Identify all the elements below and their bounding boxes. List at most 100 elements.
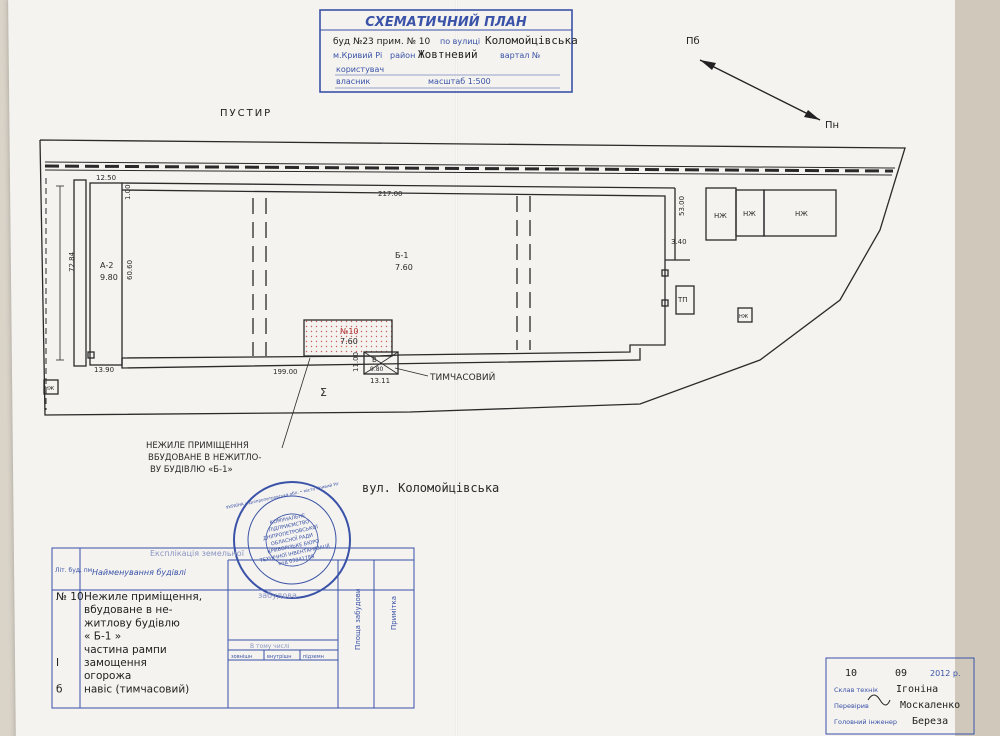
table-row-name: Нежиле приміщення, [84,591,202,603]
label-b1-height: 7.60 [395,263,413,272]
table-sub-faded: В тому числі [250,643,290,650]
dim-bottom-left: 13.90 [94,366,114,374]
annex-v [363,351,399,375]
label-nzh-left: НЖ [45,386,55,392]
building-a2-inner [89,182,123,366]
label-v-height: 9.80 [370,366,384,373]
north-bottom-label: Пн [825,120,839,131]
dim-top: 217.00 [378,190,403,198]
table-sub-b: внутрішн [267,654,292,660]
callout: НЕЖИЛЕ ПРИМІЩЕННЯ ВБУДОВАНЕ В НЕЖИТЛО- В… [146,441,261,475]
date-month: 09 [895,668,907,679]
table-surface [955,0,1000,736]
stamp-outer-text: УКРАЇНА • Дніпропетровська обл. • місто … [225,481,339,510]
table-sub-a: зовнішн [231,654,252,660]
building-nzh-2 [763,189,837,237]
table-row-lit: I [56,657,59,669]
label-nzh-2: НЖ [743,210,756,218]
table-row-lit: б [56,683,62,695]
dim-top-left: 12.50 [96,174,116,182]
stamp-user: користувач [336,65,384,74]
dim-annex-width: 13.11 [370,377,390,385]
north-top-label: Пб [686,36,700,47]
building-tp [675,285,695,315]
paper-fold [455,0,458,736]
table-row-name: навіс (тимчасовий) [84,683,189,695]
label-a2: А-2 [100,261,113,270]
label-nzh-small: НЖ [739,314,749,320]
label-sigma: Σ [320,386,327,399]
dim-bottom: 199.00 [273,368,298,376]
table-col-lit: Літ. буд. пм [55,567,92,574]
tech-label: Склав технік [834,686,878,694]
table-row-name: замощення [84,657,147,669]
label-temporary: ТИМЧАСОВИЙ [429,371,495,383]
dim-right-small: 3.40 [671,238,687,246]
check-label: Перевірив [834,702,869,710]
stamp-scale: масштаб 1:500 [428,77,491,86]
label-no10-height: 7.60 [340,337,358,346]
round-stamp: УКРАЇНА • Дніпропетровська обл. • місто … [225,481,351,599]
dim-right-top: 53.00 [678,196,686,216]
dim-upper-left: 1.00 [124,184,132,200]
check-name: Москаленко [900,700,960,711]
dim-left-outer: 72.84 [68,251,76,272]
table-faded-title: Експлікація земельної [150,549,245,558]
header-stamp: СХЕМАТИЧНИЙ ПЛАН буд №23 прим. № 10 по в… [319,9,578,93]
callout-line-1: НЕЖИЛЕ ПРИМІЩЕННЯ [146,441,249,451]
explication-table [51,547,415,709]
callout-line-2: ВБУДОВАНЕ В НЕЖИТЛО- [148,453,261,463]
signature-scribble [867,694,891,706]
table-row-name: огорожа [84,670,131,682]
dimensions: 12.50 217.00 72.84 60.60 1.00 13.90 199.… [68,174,687,385]
table-sub-c: підземн [303,654,324,660]
table-row-name: « Б-1 » [84,631,121,643]
site-boundary [39,139,906,416]
label-nzh-3: НЖ [795,210,808,218]
label-b1: Б-1 [395,251,408,260]
dim-left-inner: 60.60 [126,260,134,280]
table-row-name: житлову будівлю [84,617,180,629]
stamp-street: Коломойцівська [485,34,578,47]
stamp-district-label: район [390,51,415,60]
table-row-name: частина рампи [84,644,167,656]
stamp-title: СХЕМАТИЧНИЙ ПЛАН [365,14,527,30]
stamp-quarter: вартал № [500,51,541,60]
label-no10: №10 [340,327,359,336]
stamp-city: м.Кривий Рі [333,51,382,60]
table-col-faded: забудова [258,591,297,600]
building-nzh-small [737,307,753,323]
date-year: 2012 р. [930,669,961,678]
table-row-lit: № 10 [56,591,84,603]
signature-block [825,657,975,735]
stamp-district: Жовтневий [418,48,478,61]
stamp-building: буд №23 прим. № 10 [333,37,431,47]
stamp-street-label: по вулиці [440,37,480,46]
chief-label: Головний інженер [834,718,897,726]
site-plan [39,139,906,449]
wasteland-label: ПУСТИР [220,108,272,119]
label-nzh-1: НЖ [714,212,727,220]
date-day: 10 [845,668,857,679]
premise-no10 [303,319,393,357]
chief-name: Береза [912,716,948,727]
callout-line-3: ВУ БУДІВЛЮ «Б-1» [150,465,233,475]
street-label: вул. Коломойцівська [362,481,499,495]
label-tp: ТП [677,296,688,304]
building-a2-strip [73,179,87,367]
table-col-note: Примітка [390,596,398,630]
label-v: В [372,356,377,364]
block-labels: А-2 9.80 Б-1 7.60 №10 7.60 В 9.80 НЖ НЖ … [45,210,808,399]
building-nzh-left [43,379,59,395]
signature-texts: 10 09 2012 р. Склав технік Ігоніна Перев… [834,668,961,727]
building-b1 [121,189,666,359]
tech-name: Ігоніна [896,683,938,695]
table-headers: Експлікація земельної Літ. буд. пм Найме… [55,549,398,660]
dim-annex-height: 11.00 [352,352,360,372]
label-a2-height: 9.80 [100,273,118,282]
table-col-area: Площа забудови [354,589,362,650]
stamp-owner: власник [336,77,371,86]
